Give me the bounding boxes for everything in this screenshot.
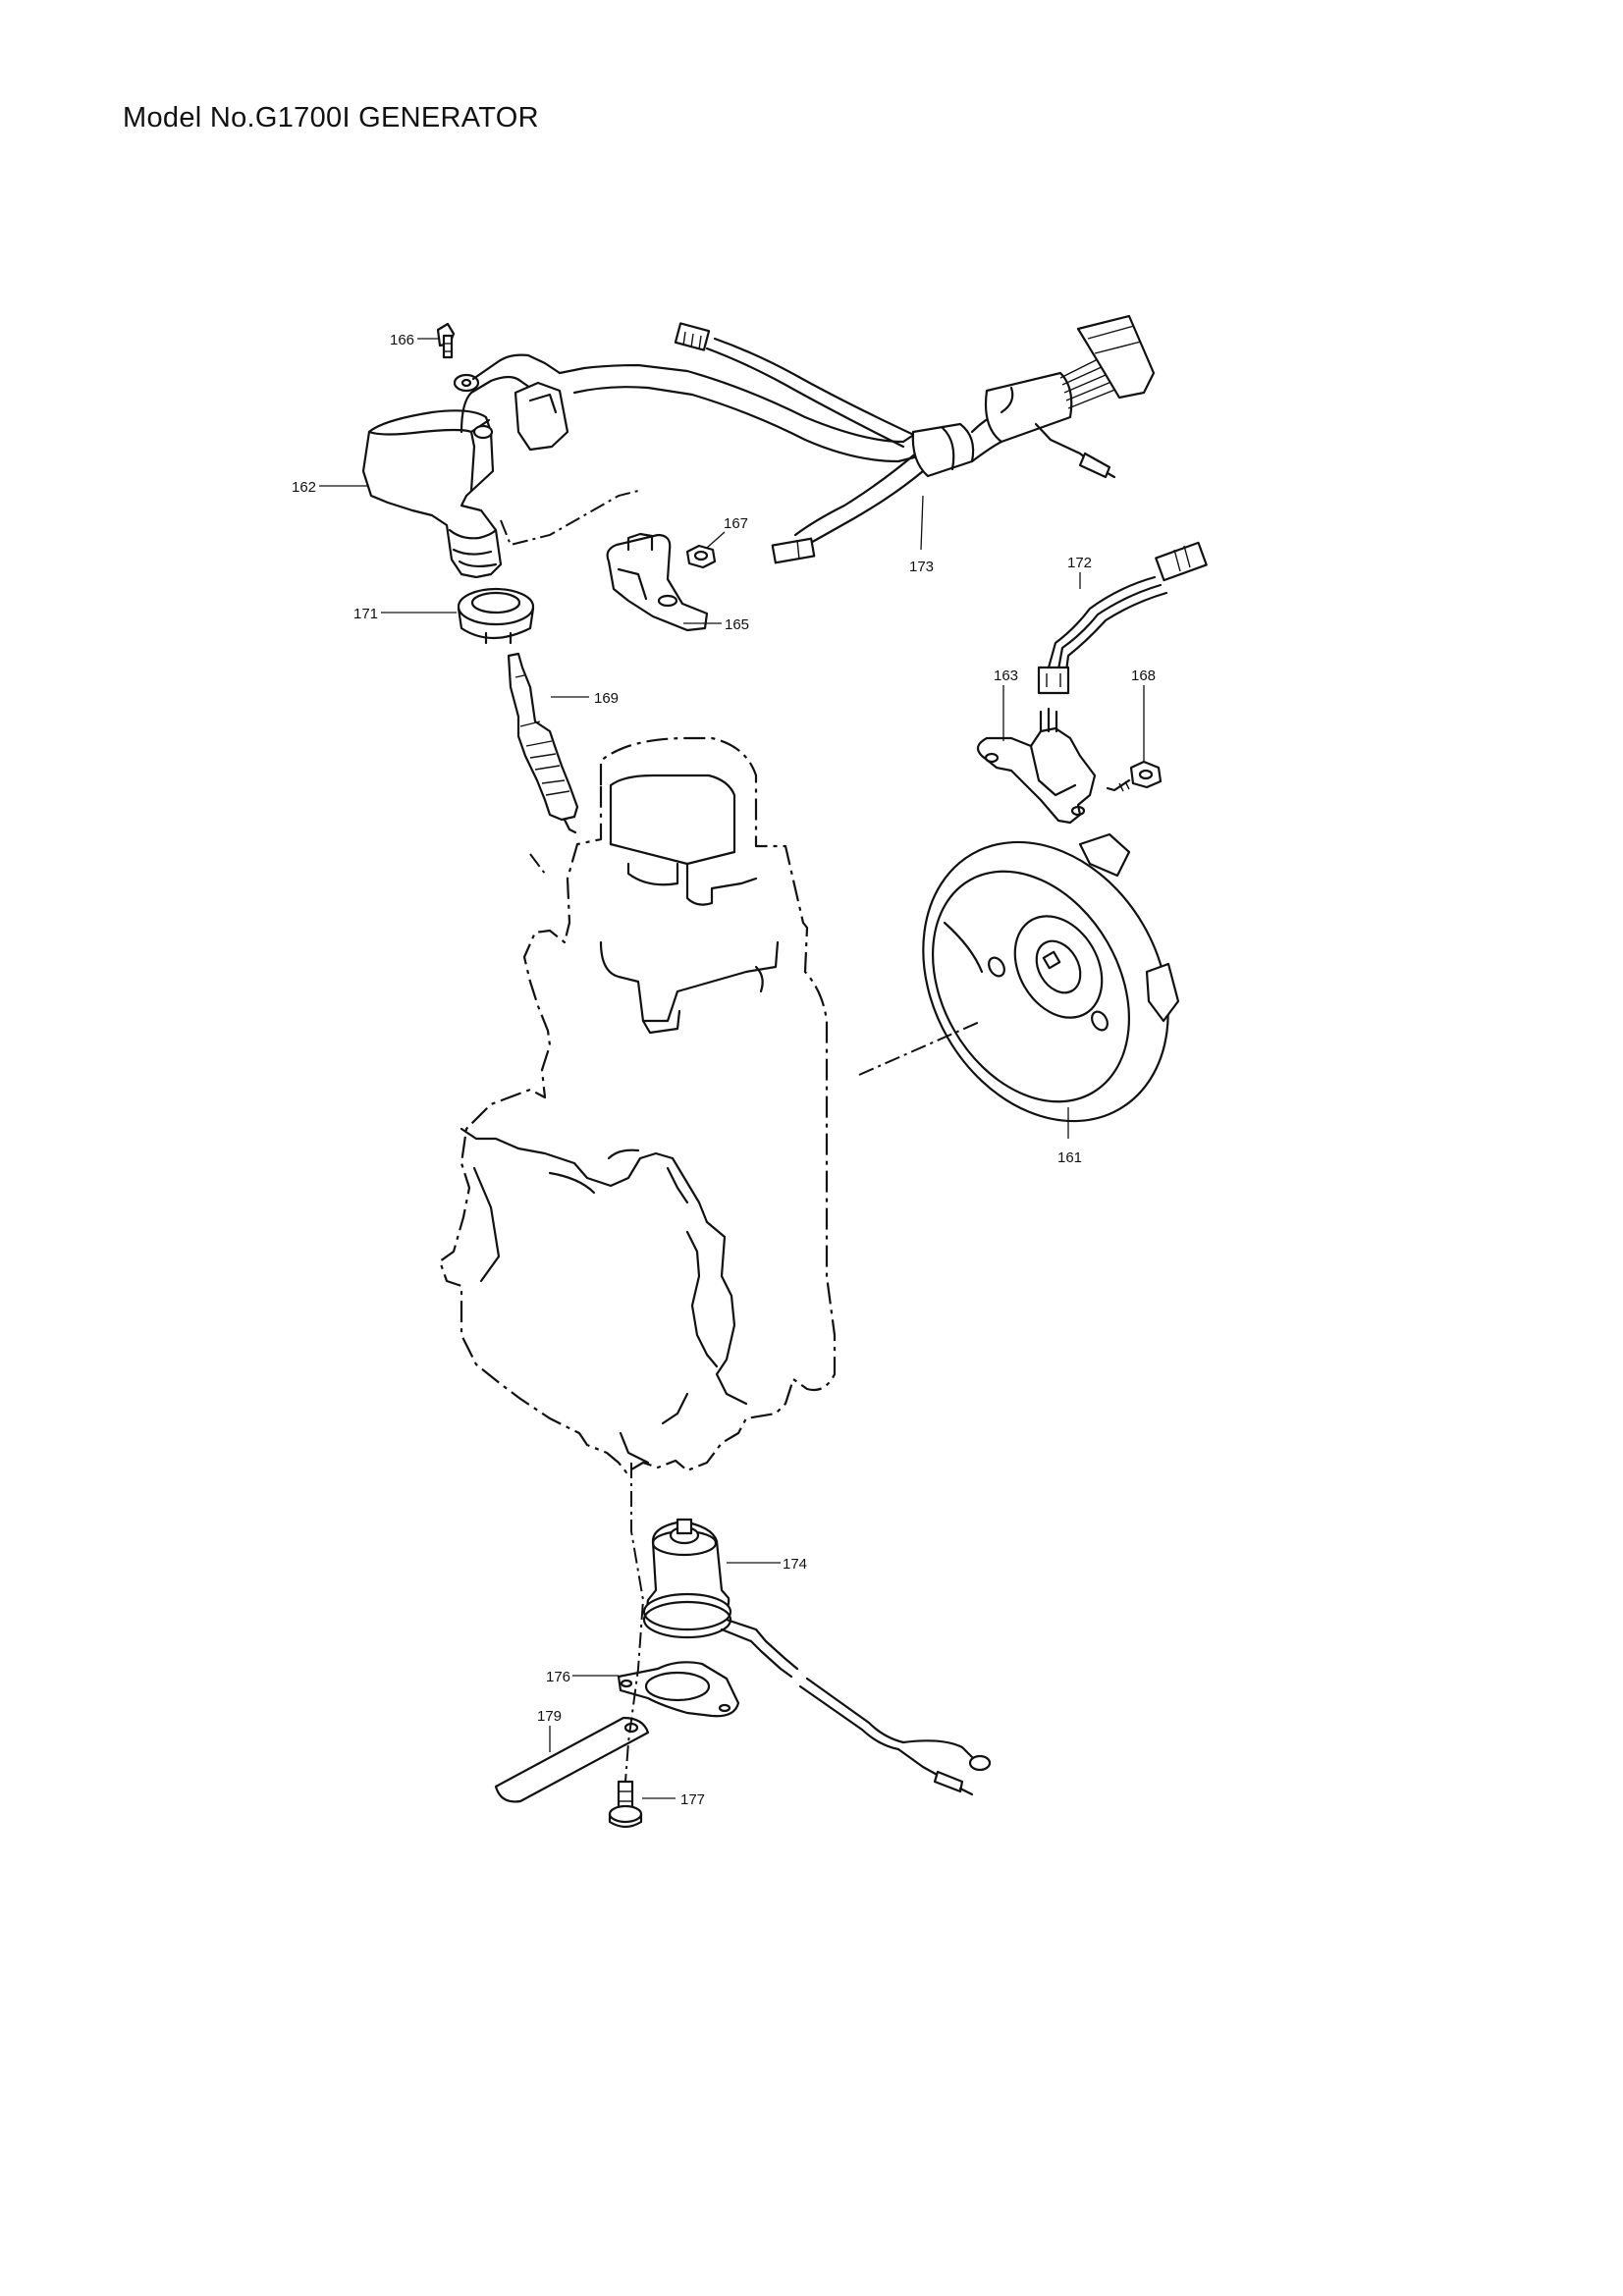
label-165: 165 xyxy=(725,616,749,633)
page-title: Model No.G1700I GENERATOR xyxy=(123,102,539,133)
label-169: 169 xyxy=(594,690,619,707)
ignition-coil-162 xyxy=(361,375,532,579)
gasket-176 xyxy=(617,1661,740,1718)
wire-lead-172 xyxy=(1037,541,1208,695)
flywheel-161 xyxy=(922,832,1180,1123)
bolt-166 xyxy=(436,322,562,393)
center-lines xyxy=(500,490,983,1783)
label-163: 163 xyxy=(994,667,1018,684)
label-172: 172 xyxy=(1067,555,1092,571)
label-174: 174 xyxy=(783,1556,807,1573)
label-177: 177 xyxy=(680,1791,705,1808)
label-166: 166 xyxy=(390,332,414,348)
wire-harness-173 xyxy=(514,314,1156,564)
label-161: 161 xyxy=(1057,1149,1082,1166)
label-173: 173 xyxy=(909,559,934,575)
label-171: 171 xyxy=(353,606,378,622)
oil-sensor-174 xyxy=(642,1518,992,1796)
label-168: 168 xyxy=(1131,667,1156,684)
screw-177 xyxy=(608,1780,643,1829)
rubber-cap-171 xyxy=(457,587,535,645)
sensor-163 xyxy=(976,707,1097,825)
leader-lines xyxy=(319,338,1145,1799)
bracket-165 xyxy=(606,532,709,632)
bolt-168 xyxy=(1106,760,1163,792)
label-176: 176 xyxy=(546,1669,570,1685)
engine-block-outline xyxy=(438,736,837,1474)
part-labels: 166 162 171 169 167 165 173 172 163 168 … xyxy=(292,332,1156,1808)
spark-plug-169 xyxy=(507,652,579,834)
label-179: 179 xyxy=(537,1708,562,1725)
label-167: 167 xyxy=(724,515,748,532)
label-162: 162 xyxy=(292,479,316,496)
nut-167 xyxy=(685,544,717,569)
